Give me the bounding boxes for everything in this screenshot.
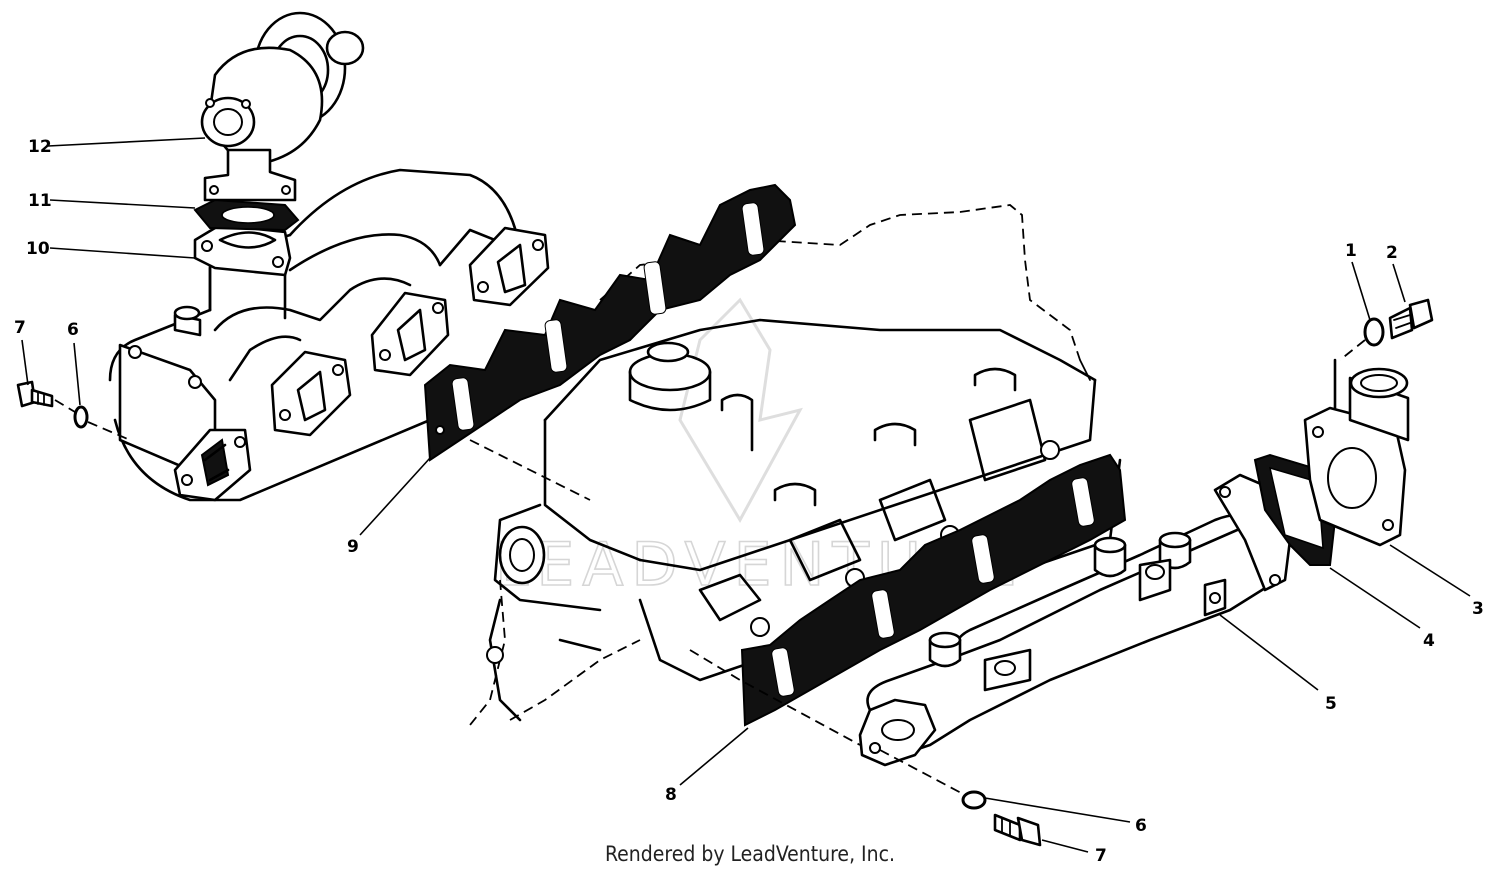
callout-6-lower: 6 [1135, 816, 1147, 836]
callout-10: 10 [26, 239, 50, 259]
thermostat-housing [1303, 358, 1410, 547]
callout-1: 1 [1345, 241, 1357, 261]
exhaust-gasket [423, 183, 797, 462]
intake-manifold [858, 473, 1292, 767]
intake-gasket [740, 453, 1127, 727]
turbo-gasket [193, 198, 300, 232]
callout-11: 11 [28, 191, 52, 211]
credit-text: Rendered by LeadVenture, Inc. [605, 842, 895, 866]
callout-5: 5 [1325, 694, 1337, 714]
callouts: 12 11 10 7 6 9 1 2 3 4 5 8 6 7 [14, 137, 1484, 866]
callout-12: 12 [28, 137, 52, 157]
callout-7-left: 7 [14, 318, 26, 338]
bolt-left [16, 380, 54, 408]
bolt-lower [993, 813, 1042, 847]
turbocharger [200, 11, 365, 202]
washer-left [73, 405, 89, 429]
callout-2: 2 [1386, 243, 1398, 263]
exhaust-manifold [108, 168, 550, 502]
leader-lines [21, 137, 1471, 853]
callout-6-left: 6 [67, 320, 79, 340]
callout-4: 4 [1423, 631, 1435, 651]
callout-8: 8 [665, 785, 677, 805]
callout-9: 9 [347, 537, 359, 557]
callout-3: 3 [1472, 599, 1484, 619]
washer-upper-right [1363, 317, 1385, 347]
bolt-upper-right [1388, 298, 1434, 340]
engine-head [469, 204, 1122, 726]
washer-lower [961, 790, 987, 810]
callout-7-lower: 7 [1095, 846, 1107, 866]
